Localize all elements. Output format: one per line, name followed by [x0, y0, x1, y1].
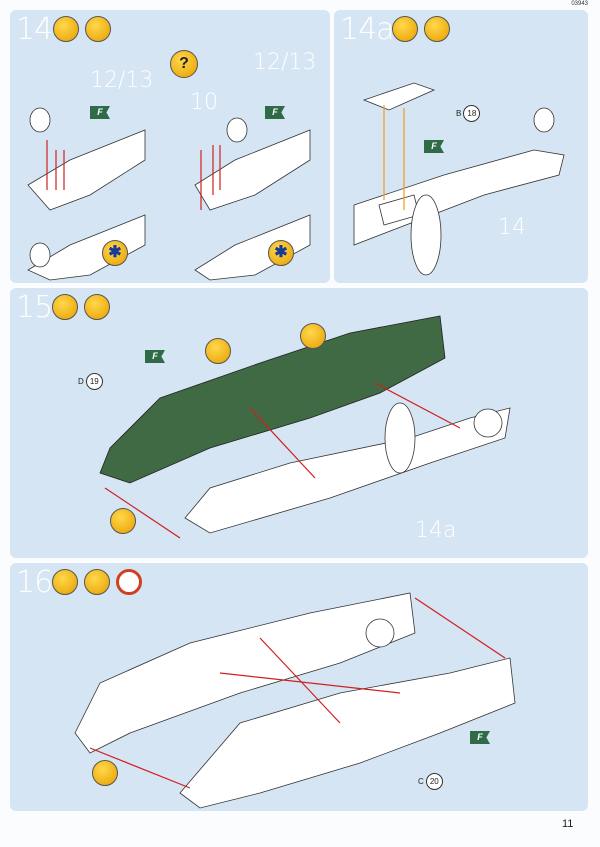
step-16-drawing [74, 592, 516, 809]
step-number: 16 [16, 565, 53, 600]
paint-brush-icon [300, 323, 326, 349]
ref-label: 14a [415, 518, 457, 543]
part-letter: B [456, 109, 462, 118]
part-letter: C [418, 777, 424, 786]
no-glue-icon [392, 16, 418, 42]
clamp-icon [110, 508, 136, 534]
part-label: 12/13 [90, 68, 154, 93]
clamp-icon [92, 760, 118, 786]
paint-brush-icon [84, 569, 110, 595]
color-flag: F [470, 731, 490, 744]
part-letter: D [78, 377, 84, 386]
step-number: 15 [16, 290, 53, 325]
color-flag: F [265, 106, 285, 119]
color-flag: F [145, 350, 165, 363]
step-14a-drawing [353, 82, 565, 276]
paint-brush-icon [84, 294, 110, 320]
color-flag: F [90, 106, 110, 119]
choice-icon: ? [170, 50, 198, 78]
color-flag: F [424, 140, 444, 153]
part-label: 10 [190, 90, 218, 115]
glue-icon [53, 16, 79, 42]
document-code: 03943 [571, 1, 588, 7]
part-number: 18 [463, 105, 481, 122]
paint-brush-icon [205, 338, 231, 364]
asterisk-icon: ✱ [268, 240, 294, 266]
part-number: 20 [425, 773, 443, 790]
step-15-drawing [99, 315, 511, 539]
clock-icon [116, 569, 142, 595]
step-14-panel: 14 ? 12/13 10 12/13 F F ✱ ✱ [10, 10, 330, 283]
step-number: 14 [16, 12, 53, 47]
part-number: 19 [85, 373, 103, 390]
page-number: 11 [562, 818, 574, 830]
ref-label: 14 [498, 215, 526, 240]
part-label: 12/13 [253, 50, 317, 75]
asterisk-icon: ✱ [102, 240, 128, 266]
glue-icon [52, 569, 78, 595]
paint-brush-icon [85, 16, 111, 42]
step-14-drawing [27, 107, 311, 281]
glue-icon [52, 294, 78, 320]
step-number: 14a [340, 12, 395, 47]
paint-brush-icon [424, 16, 450, 42]
